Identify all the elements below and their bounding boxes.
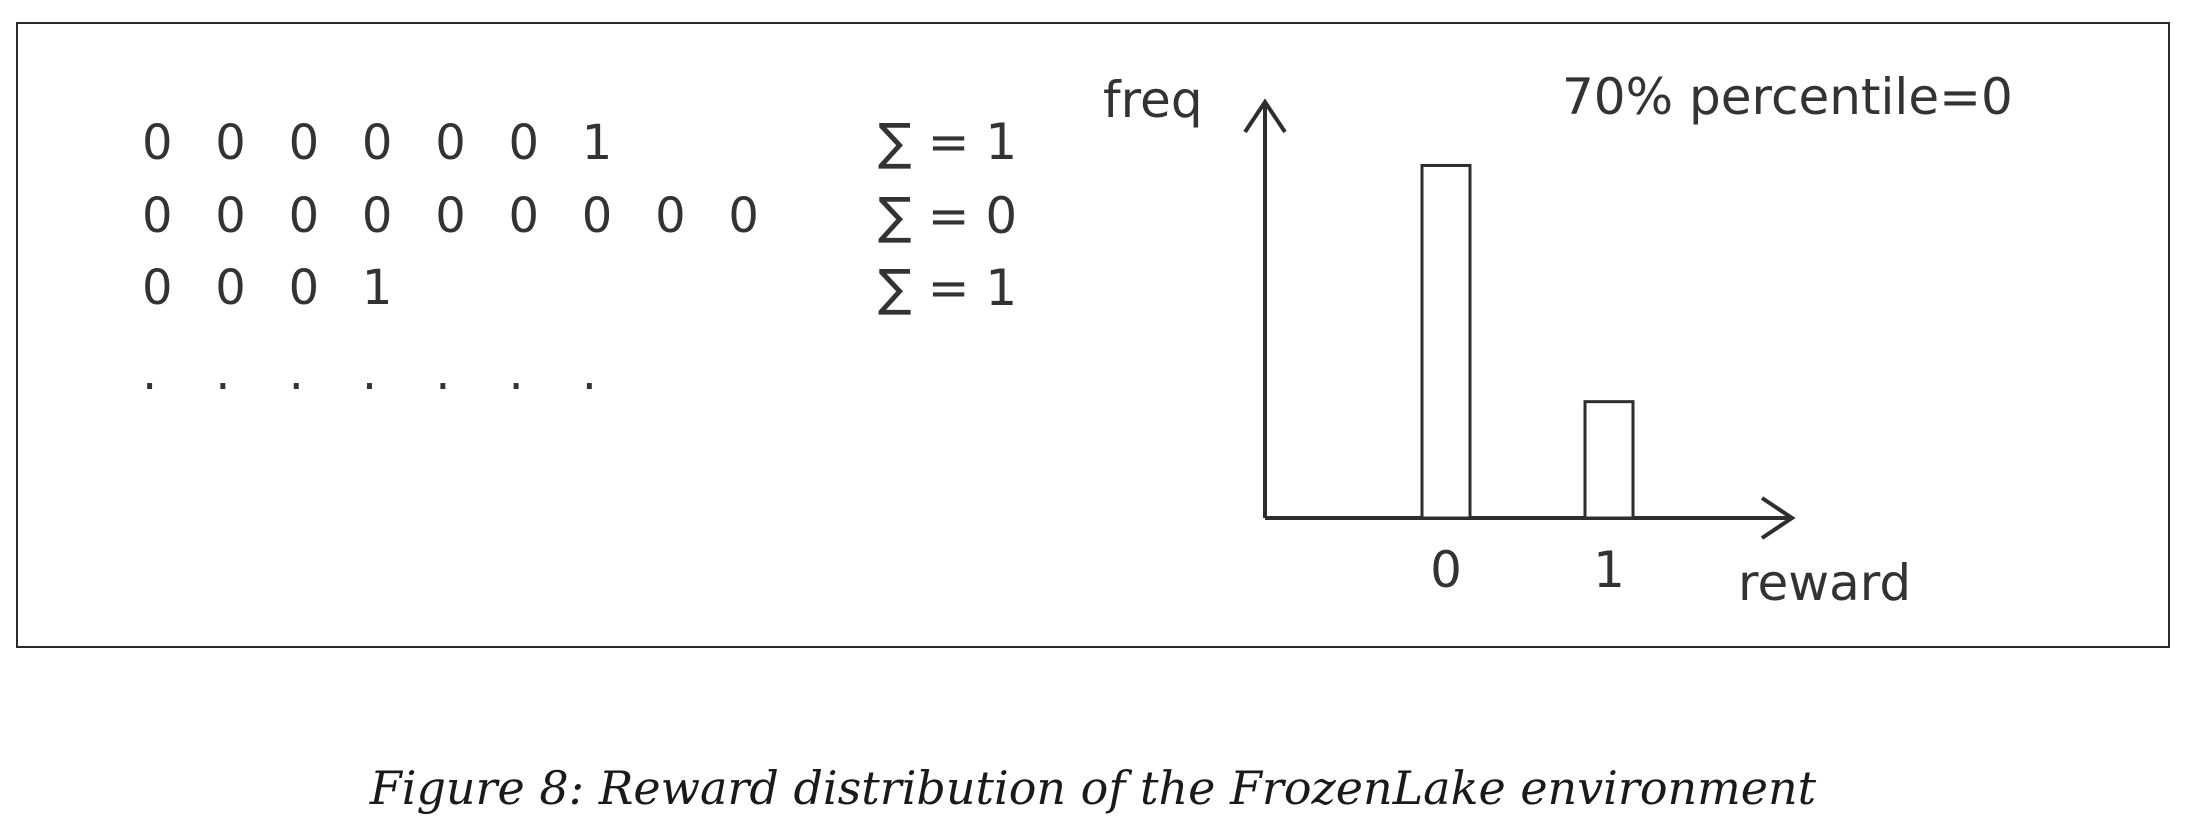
- reward-value: 0: [142, 260, 173, 316]
- reward-value: 0: [215, 115, 246, 171]
- figure-caption: Figure 8: Reward distribution of the Fro…: [369, 761, 1817, 815]
- reward-value: 0: [215, 260, 246, 316]
- episode-row: .......: [142, 343, 655, 403]
- bar-reward-1: [1583, 400, 1635, 520]
- reward-value: 0: [508, 115, 540, 171]
- x-tick-label: 0: [1430, 541, 1462, 599]
- chart-bars: [1420, 163, 1635, 520]
- y-axis-label: freq: [1103, 71, 1203, 129]
- x-axis-arrowhead: [1760, 496, 1796, 540]
- y-axis-arrowhead: [1243, 98, 1287, 134]
- reward-value: 0: [142, 115, 173, 171]
- reward-value: 0: [728, 188, 759, 244]
- reward-value: 1: [361, 260, 393, 316]
- reward-value: 0: [361, 188, 393, 244]
- reward-value: 0: [508, 188, 540, 244]
- x-axis-label: reward: [1738, 554, 1911, 612]
- x-tick-label: 1: [1593, 541, 1625, 599]
- reward-value: 0: [655, 188, 686, 244]
- reward-value: 0: [361, 115, 393, 171]
- episode-sum-label: ∑ = 0: [878, 187, 1018, 245]
- reward-value: 1: [581, 115, 613, 171]
- ellipsis-dot: .: [288, 345, 304, 401]
- ellipsis-dot: .: [581, 345, 598, 401]
- ellipsis-dot: .: [508, 345, 524, 401]
- reward-value: 0: [288, 115, 320, 171]
- reward-value: 0: [142, 188, 173, 244]
- reward-value: 0: [215, 188, 246, 244]
- chart-labels: 0 1 freq reward 70% percentile=0: [1103, 68, 2013, 612]
- ellipsis-dot: .: [435, 345, 451, 401]
- reward-value: 0: [288, 260, 320, 316]
- reward-value: 0: [288, 188, 320, 244]
- episode-sum-label: ∑ = 1: [878, 259, 1018, 317]
- reward-value: 0: [581, 188, 613, 244]
- percentile-annotation: 70% percentile=0: [1562, 68, 2013, 126]
- ellipsis-dot: .: [215, 345, 231, 401]
- reward-histogram: 0 1 freq reward 70% percentile=0: [1103, 68, 2013, 612]
- episode-sum-label: ∑ = 1: [878, 113, 1018, 171]
- reward-value: 0: [435, 188, 466, 244]
- ellipsis-dot: .: [361, 345, 378, 401]
- reward-value: 0: [435, 115, 466, 171]
- chart-axes: [1243, 98, 1796, 540]
- bar-reward-0: [1420, 163, 1472, 520]
- figure-frame: [16, 22, 2170, 648]
- ellipsis-dot: .: [142, 345, 158, 401]
